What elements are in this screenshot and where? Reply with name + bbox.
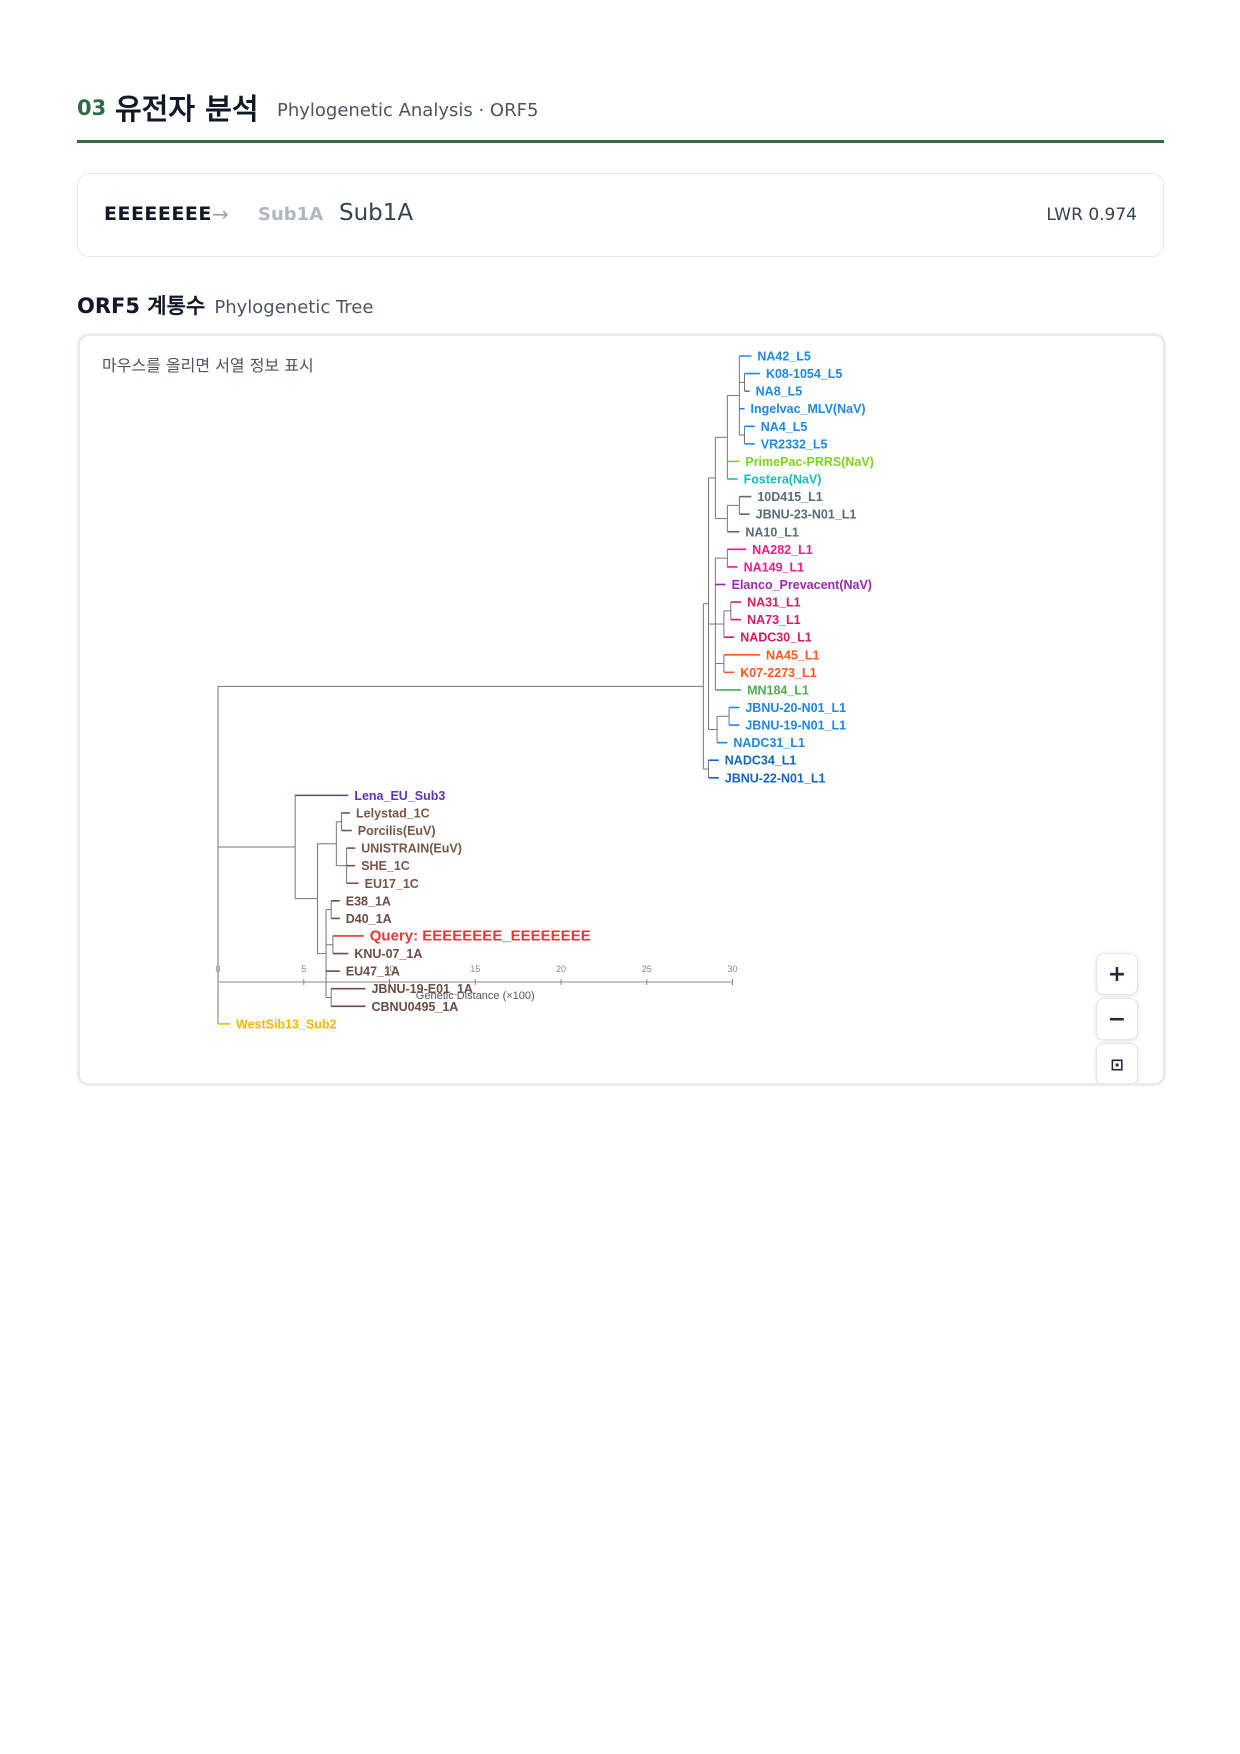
leaf-label[interactable]: 10D415_L1 [757,490,822,504]
leaf-label[interactable]: JBNU-19-N01_L1 [745,719,846,733]
leaf-label[interactable]: VR2332_L5 [761,437,828,451]
phylogenetic-tree[interactable]: NA42_L5K08-1054_L5NA8_L5Ingelvac_MLV(NaV… [80,336,1163,1083]
leaf-label[interactable]: NA73_L1 [747,613,801,627]
leaf-label[interactable]: NA31_L1 [747,596,801,610]
leaf-label[interactable]: UNISTRAIN(EuV) [361,842,462,856]
leaf-label[interactable]: EU47_1A [346,965,400,979]
leaf-label[interactable]: NADC30_L1 [740,631,812,645]
lwr-score: LWR 0.974 [1046,205,1137,225]
leaf-label[interactable]: SHE_1C [361,859,410,873]
leaf-label[interactable]: NA45_L1 [766,648,820,662]
tree-title: ORF5 계통수 [77,294,206,318]
leaf-label[interactable]: K07-2273_L1 [740,666,816,680]
leaf-label[interactable]: NA8_L5 [756,385,803,399]
leaf-label[interactable]: NADC31_L1 [733,736,805,750]
leaf-label[interactable]: JBNU-22-N01_L1 [725,771,826,785]
leaf-label[interactable]: D40_1A [346,912,392,926]
reset-view-button[interactable]: ⊡ [1096,1043,1138,1083]
tree-subtitle: Phylogenetic Tree [214,297,374,318]
leaf-label[interactable]: JBNU-23-N01_L1 [756,508,857,522]
leaf-label[interactable]: NA149_L1 [744,560,804,574]
predicted-subtype: Sub1A [258,204,324,225]
result-card: EEEEEEEE → Sub1A Sub1A LWR 0.974 [77,173,1164,257]
query-leaf-label[interactable]: Query: EEEEEEEE_EEEEEEEE [370,927,591,944]
x-axis-tick-label: 20 [556,964,566,974]
leaf-label[interactable]: NA42_L5 [757,350,811,364]
leaf-label[interactable]: NA4_L5 [761,420,808,434]
x-axis-tick-label: 0 [215,964,220,974]
x-axis-tick-label: 5 [301,964,306,974]
leaf-label[interactable]: E38_1A [346,894,391,908]
final-subtype: Sub1A [339,200,414,226]
leaf-label[interactable]: NA282_L1 [752,543,812,557]
leaf-label[interactable]: MN184_L1 [747,683,809,697]
x-axis-label: Genetic Distance (×100) [416,990,535,1002]
section-number: 03 [77,96,107,120]
x-axis-tick-label: 10 [384,964,394,974]
leaf-label[interactable]: Ingelvac_MLV(NaV) [751,402,866,416]
leaf-label[interactable]: JBNU-19-E01_1A [371,982,472,996]
leaf-label[interactable]: K08-1054_L5 [766,367,842,381]
leaf-label[interactable]: Fostera(NaV) [744,473,822,487]
x-axis-tick-label: 30 [727,964,737,974]
x-axis-tick-label: 25 [642,964,652,974]
leaf-label[interactable]: JBNU-20-N01_L1 [745,701,846,715]
section-header: 03 유전자 분석 Phylogenetic Analysis · ORF5 [77,84,1164,143]
section-title: 유전자 분석 [115,92,259,126]
leaf-label[interactable]: Porcilis(EuV) [358,824,436,838]
leaf-label[interactable]: KNU-07_1A [354,947,422,961]
hover-hint: 마우스를 올리면 서열 정보 표시 [102,356,314,375]
leaf-label[interactable]: NA10_L1 [745,525,799,539]
leaf-label[interactable]: NADC34_L1 [725,754,797,768]
sample-name: EEEEEEEE [104,203,212,225]
arrow-icon: → [212,202,229,226]
zoom-out-button[interactable]: − [1096,998,1138,1040]
tree-section-heading: ORF5 계통수 Phylogenetic Tree [77,290,373,320]
leaf-label[interactable]: Elanco_Prevacent(NaV) [732,578,872,592]
leaf-label[interactable]: WestSib13_Sub2 [236,1017,337,1031]
leaf-label[interactable]: PrimePac-PRRS(NaV) [745,455,874,469]
section-subtitle: Phylogenetic Analysis · ORF5 [277,100,539,121]
leaf-label[interactable]: Lena_EU_Sub3 [354,789,445,803]
leaf-label[interactable]: CBNU0495_1A [371,1000,458,1014]
x-axis-tick-label: 15 [470,964,480,974]
leaf-label[interactable]: EU17_1C [365,877,419,891]
leaf-label[interactable]: Lelystad_1C [356,806,430,820]
zoom-in-button[interactable]: + [1096,953,1138,995]
